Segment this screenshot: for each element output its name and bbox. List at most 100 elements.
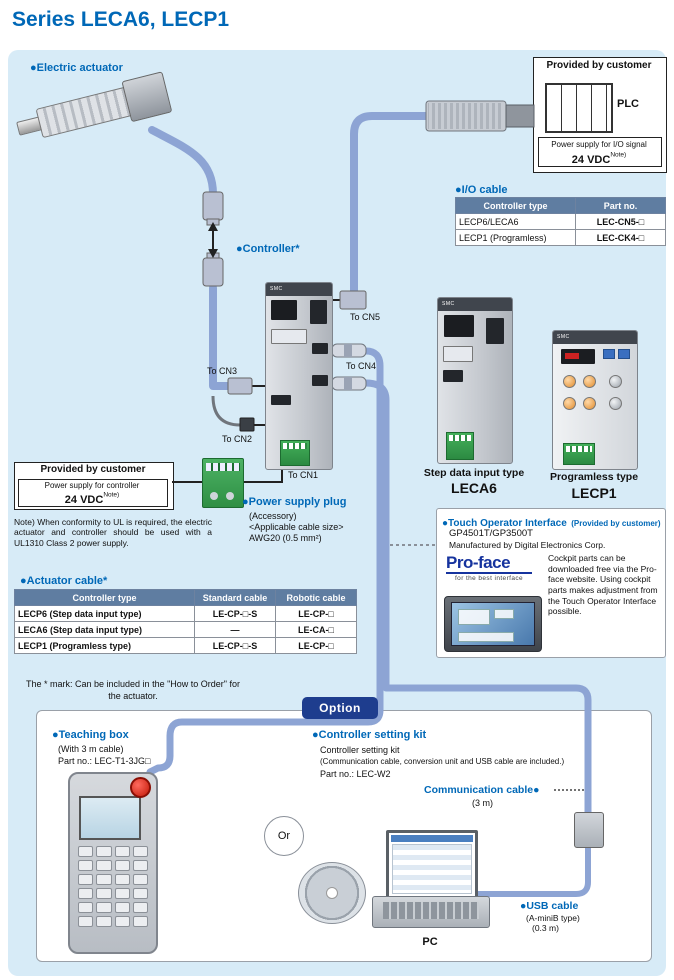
emergency-stop-button bbox=[130, 777, 151, 798]
page-title: Series LECA6, LECP1 bbox=[12, 8, 230, 31]
usb-cable-label: ●USB cable bbox=[520, 900, 579, 912]
touch-label-sub: (Provided by customer) bbox=[571, 519, 661, 528]
pc-keyboard-base bbox=[372, 896, 490, 928]
ac-cell-type-1: LECA6 (Step data input type) bbox=[14, 621, 195, 638]
leca6-port-1 bbox=[443, 346, 473, 362]
touch-panel-widget bbox=[458, 632, 514, 642]
ac-cell-rob-1: LE-CA-□ bbox=[275, 621, 357, 638]
ac-cell-type-2: LECP1 (Programless type) bbox=[14, 637, 195, 654]
smc-logo: SMC bbox=[266, 283, 332, 296]
ac-col-robotic: Robotic cable bbox=[275, 589, 357, 606]
pc-screen bbox=[386, 830, 478, 900]
controller-cn2-port bbox=[271, 395, 291, 405]
leca6-port-2 bbox=[443, 370, 463, 382]
cd-rom-image bbox=[298, 862, 366, 924]
plc-box-header: Provided by customer bbox=[546, 60, 652, 71]
pc-label: PC bbox=[422, 936, 438, 948]
lecp1-display bbox=[561, 349, 595, 364]
plc-label: PLC bbox=[617, 98, 639, 110]
lecp1-name: LECP1 bbox=[571, 485, 617, 501]
to-cn2-label: To CN2 bbox=[222, 434, 253, 444]
io-cell-part-1: LEC-CK4-□ bbox=[575, 229, 666, 246]
table-row: LECP1 (Programless) LEC-CK4-□ bbox=[455, 229, 666, 246]
touch-panel-image bbox=[444, 596, 542, 652]
controller-label: ●Controller* bbox=[236, 243, 300, 255]
leca6-display bbox=[444, 315, 474, 337]
io-cell-part-0: LEC-CN5-□ bbox=[575, 213, 666, 230]
pc-screen-header bbox=[391, 835, 473, 842]
usb-cable-type: (A-miniB type) bbox=[526, 913, 580, 923]
touch-maker: Manufactured by Digital Electronics Corp… bbox=[449, 540, 606, 550]
touch-panel-widget bbox=[458, 609, 490, 625]
plug-cable-size-note: <Applicable cable size> bbox=[249, 522, 344, 532]
io-cable-label: ●I/O cable bbox=[455, 184, 508, 196]
ac-cell-std-2: LE-CP-□-S bbox=[194, 637, 276, 654]
brand-text: SMC bbox=[442, 301, 455, 307]
controller-display bbox=[271, 300, 297, 320]
plug-accessory-note: (Accessory) bbox=[249, 511, 297, 521]
lecp1-knob-4 bbox=[563, 397, 576, 410]
comm-cable-label: Communication cable● bbox=[424, 784, 540, 796]
actuator-table-header-row: Controller type Standard cable Robotic c… bbox=[14, 589, 357, 606]
io-col-controller-type: Controller type bbox=[455, 197, 576, 214]
lecp1-terminal bbox=[563, 443, 595, 465]
power-box-line1: Power supply for controller bbox=[44, 481, 140, 490]
power-supply-plug-graphic bbox=[202, 458, 244, 508]
lecp1-type-label: Programless type bbox=[549, 471, 639, 483]
teaching-box-device bbox=[68, 772, 158, 954]
smc-logo: SMC bbox=[553, 331, 637, 344]
ac-cell-rob-0: LE-CP-□ bbox=[275, 605, 357, 622]
lecp1-device: SMC bbox=[552, 330, 638, 470]
table-row: LECP6 (Step data input type) LE-CP-□-S L… bbox=[14, 605, 357, 622]
table-row: LECA6 (Step data input type) — LE-CA-□ bbox=[14, 621, 357, 638]
ac-cell-std-1: — bbox=[194, 621, 276, 638]
teaching-box-screen bbox=[79, 796, 141, 840]
controller-device: SMC bbox=[265, 282, 333, 470]
io-power-line1: Power supply for I/O signal bbox=[551, 140, 647, 149]
leca6-terminal bbox=[446, 432, 474, 460]
actuator-cable-table: Controller type Standard cable Robotic c… bbox=[14, 589, 357, 654]
plc-slats bbox=[547, 85, 611, 131]
teaching-box-keypad bbox=[78, 846, 148, 927]
pc-screen-table bbox=[392, 844, 472, 894]
ac-col-controller-type: Controller type bbox=[14, 589, 195, 606]
touch-model: GP4501T/GP3500T bbox=[449, 528, 533, 539]
controller-cn4-port-1 bbox=[312, 343, 328, 354]
lecp1-knob-6 bbox=[609, 397, 622, 410]
smc-logo: SMC bbox=[438, 298, 512, 311]
touch-label: ●Touch Operator Interface bbox=[442, 518, 567, 529]
proface-logo-rule bbox=[446, 572, 532, 574]
leca6-device: SMC bbox=[437, 297, 513, 464]
leca6-name: LECA6 bbox=[451, 480, 497, 496]
setting-kit-line3: Part no.: LEC-W2 bbox=[320, 769, 391, 779]
io-power-value: 24 VDC bbox=[571, 154, 611, 166]
power-box-header: Provided by customer bbox=[40, 464, 146, 475]
lecp1-knob-3 bbox=[609, 375, 622, 388]
lecp1-knob-1 bbox=[563, 375, 576, 388]
power-box-value: 24 VDC bbox=[64, 494, 104, 506]
option-badge: Option bbox=[302, 697, 378, 719]
plc-graphic bbox=[545, 83, 613, 133]
proface-logo-text: Pro-face bbox=[446, 553, 511, 572]
table-row: LECP1 (Programless type) LE-CP-□-S LE-CP… bbox=[14, 637, 357, 654]
power-box-note: Note) bbox=[103, 491, 120, 499]
io-cell-type-1: LECP1 (Programless) bbox=[455, 229, 576, 246]
actuator-motor bbox=[121, 71, 173, 123]
usb-cable-length: (0.3 m) bbox=[532, 923, 559, 933]
teaching-cable-note: (With 3 m cable) bbox=[58, 744, 124, 754]
ac-cell-type-0: LECP6 (Step data input type) bbox=[14, 605, 195, 622]
controller-cn1-terminal bbox=[280, 440, 310, 466]
leca6-port-3 bbox=[486, 318, 504, 344]
ac-col-standard: Standard cable bbox=[194, 589, 276, 606]
controller-cn5-port bbox=[310, 300, 327, 324]
lecp1-button-up bbox=[603, 349, 615, 359]
or-circle: Or bbox=[264, 816, 304, 856]
table-row: LECP6/LECA6 LEC-CN5-□ bbox=[455, 213, 666, 230]
plug-awg-note: AWG20 (0.5 mm²) bbox=[249, 533, 322, 543]
io-col-part-no: Part no. bbox=[575, 197, 666, 214]
teaching-part-no: Part no.: LEC-T1-3JG□ bbox=[58, 756, 151, 766]
power-supply-plug-label: ●Power supply plug bbox=[242, 496, 347, 508]
ac-cell-std-0: LE-CP-□-S bbox=[194, 605, 276, 622]
actuator-body bbox=[35, 86, 135, 139]
